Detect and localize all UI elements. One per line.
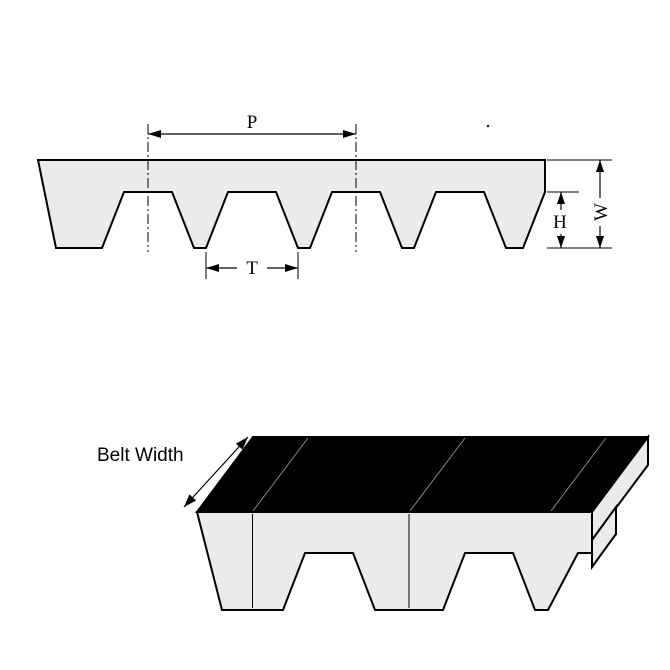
belt-width-label: Belt Width — [97, 445, 184, 466]
belt-width-dimension: Belt Width — [97, 436, 249, 508]
arrowhead-right-icon — [285, 264, 298, 272]
belt-top-face — [195, 436, 650, 513]
arrowhead-left-icon — [206, 264, 219, 272]
belt-width-dimension-line — [183, 436, 249, 508]
top-face-tooth-line — [550, 437, 607, 512]
tooth-width-dimension: T — [205, 252, 299, 279]
top-face-tooth-line — [409, 437, 466, 512]
arrowhead-up-icon — [557, 192, 565, 204]
belt-front-face — [195, 511, 593, 611]
belt-thickness-dimension: W — [591, 160, 612, 248]
arrowhead-down-icon — [596, 236, 604, 248]
tooth-height-dimension: H — [553, 192, 567, 248]
arrowhead-down-icon — [557, 236, 565, 248]
arrowhead-right-icon — [343, 130, 356, 138]
arrowhead-left-icon — [148, 130, 161, 138]
top-face-tooth-line — [252, 437, 309, 512]
belt-end-face — [591, 433, 649, 544]
tooth-label: T — [246, 258, 258, 279]
arrowhead-up-icon — [596, 160, 604, 172]
belt-end-tooth — [591, 503, 617, 571]
belt-profile — [36, 159, 546, 249]
height-label: H — [553, 212, 567, 233]
arrowhead-up-right-icon — [235, 437, 248, 450]
width-label: W — [591, 203, 612, 221]
pitch-dimension: P — [148, 112, 356, 138]
cross-section-view: P T H — [36, 112, 612, 279]
perspective-view: Belt Width — [97, 433, 650, 611]
pitch-label: P — [247, 112, 258, 133]
arrowhead-down-left-icon — [184, 494, 197, 507]
stray-dot — [486, 124, 490, 128]
